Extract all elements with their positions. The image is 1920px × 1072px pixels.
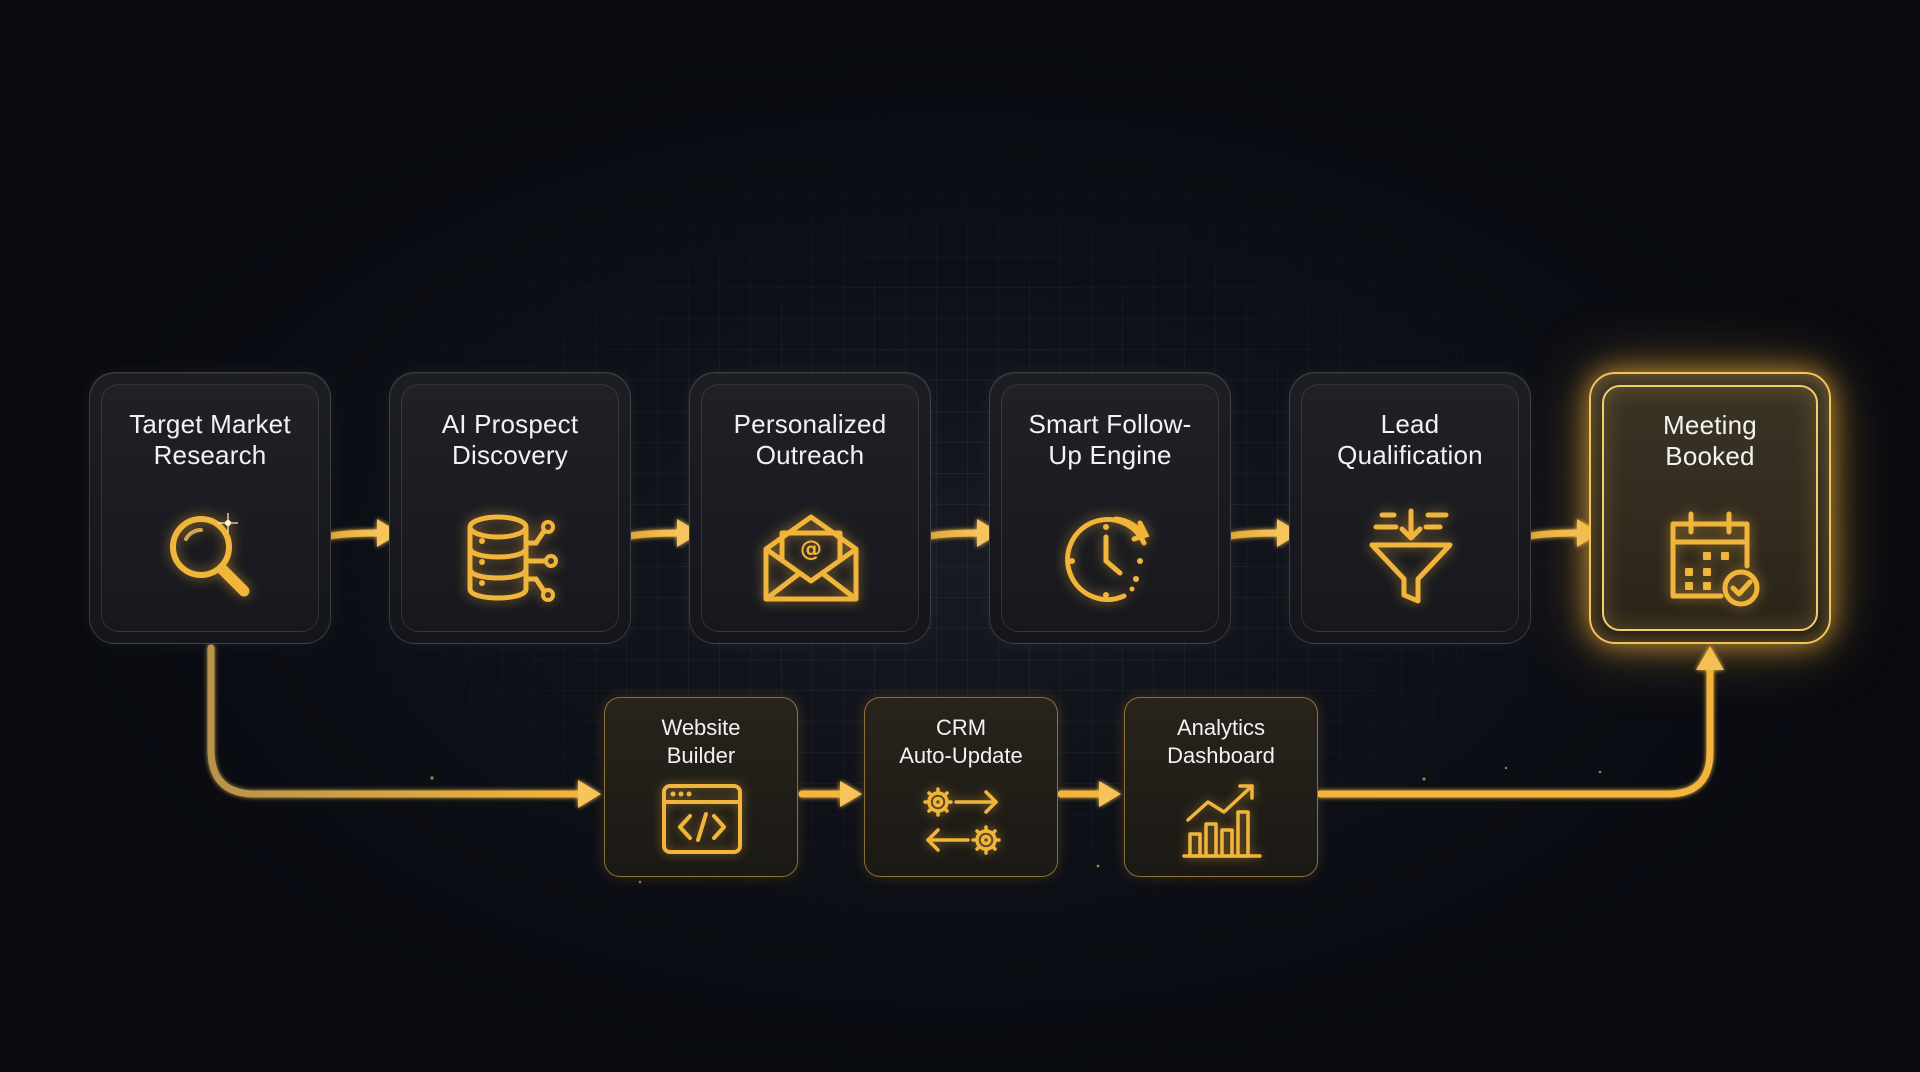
tool-title: CRM Auto-Update (899, 715, 1023, 768)
clock-icon (1065, 516, 1150, 603)
envelope-icon: @ (763, 514, 859, 602)
stage-card-inner (1301, 384, 1519, 632)
database-icon (467, 514, 558, 602)
stage-card-inner (401, 384, 619, 632)
tool-title: Analytics Dashboard (1167, 715, 1275, 768)
stage-card-smart-follow-up-engine[interactable]: Smart Follow- Up Engine (989, 372, 1231, 644)
tool-card-website-builder[interactable]: Website Builder (604, 697, 798, 877)
tool-arrow-1 (798, 781, 862, 807)
funnel-icon (1369, 508, 1453, 604)
tool-arrow-2 (1057, 781, 1121, 807)
tool-title: Website Builder (661, 715, 741, 768)
bottom-path-right (1316, 646, 1724, 798)
stage-card-inner (701, 384, 919, 632)
stage-card-target-market-research[interactable]: Target Market Research (89, 372, 331, 644)
stage-title: Meeting Booked (1663, 410, 1757, 471)
svg-text:@: @ (800, 537, 822, 562)
stage-card-ai-prospect-discovery[interactable]: AI Prospect Discovery (389, 372, 631, 644)
stage-title: AI Prospect Discovery (441, 409, 579, 470)
stage-card-inner (1001, 384, 1219, 632)
stage-title: Smart Follow- Up Engine (1028, 409, 1192, 470)
bottom-path-left (207, 644, 601, 808)
stage-title: Target Market Research (129, 409, 291, 470)
stage-title: Personalized Outreach (733, 409, 887, 470)
stage-card-meeting-booked[interactable]: Meeting Booked (1589, 372, 1831, 644)
tool-card-analytics-dashboard[interactable]: Analytics Dashboard (1124, 697, 1318, 877)
tool-card-crm-auto-update[interactable]: CRM Auto-Update (864, 697, 1058, 877)
sync-gears-icon (923, 787, 1001, 855)
stage-card-personalized-outreach[interactable]: Personalized Outreach @ (689, 372, 931, 644)
code-window-icon (662, 784, 742, 854)
stage-title: Lead Qualification (1337, 409, 1483, 470)
stage-card-lead-qualification[interactable]: Lead Qualification (1289, 372, 1531, 644)
bar-chart-icon (1182, 784, 1262, 858)
calendar-check-icon (1670, 511, 1760, 607)
magnifier-icon (170, 513, 250, 597)
stage-card-inner (101, 384, 319, 632)
